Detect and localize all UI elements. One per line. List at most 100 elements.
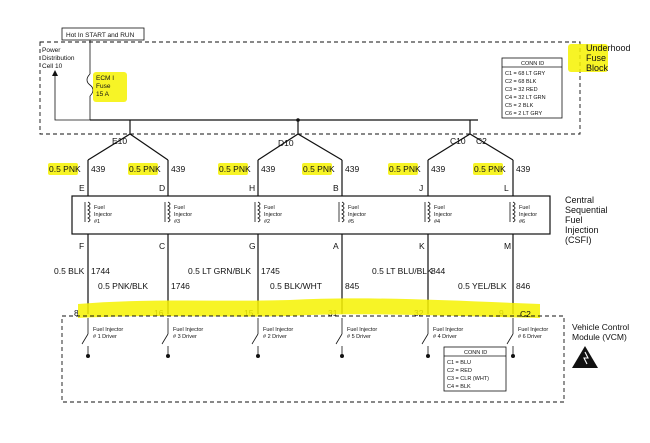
underhood-conn-item: C6 = 2 LT GRY: [505, 111, 542, 117]
injector-label-line2: Injector: [519, 212, 537, 218]
top-wire-highlight: [218, 163, 248, 175]
csfi-label-3: Fuel: [565, 215, 583, 225]
driver-switch-icon: [251, 333, 259, 345]
driver-switch-icon: [335, 333, 343, 345]
injector-label-line1: Fuel: [348, 205, 359, 211]
underhood-conn-id-title: CONN ID: [521, 61, 544, 67]
top-wire-circuit-label: 439: [431, 164, 445, 174]
pdc-arrow: [54, 72, 90, 121]
splice-d10: D10: [278, 138, 294, 148]
driver-switch-icon: [421, 333, 429, 345]
return-wire-color-label: 0.5 BLK/WHT: [270, 281, 322, 291]
injector-number: #2: [264, 219, 270, 225]
top-wire-color-label: 0.5 PNK: [49, 164, 81, 174]
return-wire-color-label: 0.5 LT GRN/BLK: [188, 266, 251, 276]
underhood-conn-item: C4 = 32 LT GRN: [505, 95, 546, 101]
injector-label-line1: Fuel: [264, 205, 275, 211]
hot-in-start-run-label: Hot In START and RUN: [66, 32, 135, 39]
driver-ground-icon: [86, 354, 90, 358]
bottom-pin-label: F: [79, 241, 84, 251]
bottom-pin-label: K: [419, 241, 425, 251]
splice-wire: [427, 133, 514, 161]
esd-warning-icon: [572, 346, 598, 368]
driver-label-line2: # 1 Driver: [93, 334, 117, 340]
return-wire-color-label: 0.5 PNK/BLK: [98, 281, 148, 291]
injector-label-line2: Injector: [264, 212, 282, 218]
injector-coil-icon: [427, 201, 431, 223]
driver-label-line2: # 5 Driver: [347, 334, 371, 340]
top-wire-circuit-label: 439: [516, 164, 530, 174]
top-pin-label: B: [333, 183, 339, 193]
vcm-conn-item: C3 = CLR (WHT): [447, 376, 489, 382]
driver-label-line1: Fuel Injector: [518, 327, 548, 333]
top-wire-circuit-label: 439: [345, 164, 359, 174]
underhood-fuse-block-outline: [39, 41, 581, 135]
bottom-pin-label: G: [249, 241, 256, 251]
driver-label-line1: Fuel Injector: [93, 327, 123, 333]
splice-wire: [257, 133, 343, 161]
power-distribution-label-2: Distribution: [42, 55, 75, 62]
driver-label-line2: # 6 Driver: [518, 334, 542, 340]
top-pin-label: L: [504, 183, 509, 193]
top-wire-color-label: 0.5 PNK: [389, 164, 421, 174]
csfi-label-4: Injection: [565, 225, 599, 235]
underhood-conn-item: C3 = 32 RED: [505, 87, 538, 93]
return-wire-color-label: 0.5 LT BLU/BLK: [372, 266, 433, 276]
return-wire-color-label: 0.5 BLK: [54, 266, 85, 276]
vcm-conn-item: C4 = BLK: [447, 384, 471, 390]
driver-ground-icon: [340, 354, 344, 358]
driver-label-line2: # 4 Driver: [433, 334, 457, 340]
driver-label-line1: Fuel Injector: [433, 327, 463, 333]
vcm-conn-id-title: CONN ID: [464, 350, 487, 356]
return-wire-color-label: 0.5 YEL/BLK: [458, 281, 507, 291]
underhood-conn-id-box: [501, 57, 563, 119]
underhood-label-1: Underhood: [586, 43, 631, 53]
injector-label-line1: Fuel: [434, 205, 445, 211]
top-pin-label: E: [79, 183, 85, 193]
driver-label-line2: # 3 Driver: [173, 334, 197, 340]
injector-label-line1: Fuel: [519, 205, 530, 211]
top-wire-highlight: [128, 163, 158, 175]
top-wire-circuit-label: 439: [261, 164, 275, 174]
return-wire-circuit-label: 1746: [171, 281, 190, 291]
vcm-conn-c2: C2: [520, 309, 531, 319]
return-wire-circuit-label: 1744: [91, 266, 110, 276]
injector-number: #6: [519, 219, 525, 225]
driver-switch-icon: [81, 333, 89, 345]
csfi-block-outline: [71, 195, 551, 235]
bottom-pin-label: C: [159, 241, 165, 251]
top-wire-highlight: [473, 163, 503, 175]
top-wire-circuit-label: 439: [171, 164, 185, 174]
driver-label-line1: Fuel Injector: [173, 327, 203, 333]
power-distribution-label-1: Power: [42, 47, 61, 54]
injector-label-line2: Injector: [174, 212, 192, 218]
bottom-pin-label: A: [333, 241, 339, 251]
injector-coil-icon: [167, 201, 171, 223]
injector-coil-icon: [87, 201, 91, 223]
top-pin-label: D: [159, 183, 165, 193]
driver-ground-icon: [511, 354, 515, 358]
top-wire-color-label: 0.5 PNK: [303, 164, 335, 174]
return-wire-circuit-label: 846: [516, 281, 530, 291]
injector-coil-icon: [341, 201, 345, 223]
injector-label-line1: Fuel: [174, 205, 185, 211]
driver-label-line1: Fuel Injector: [347, 327, 377, 333]
injector-number: #5: [348, 219, 354, 225]
vcm-label-2: Module (VCM): [572, 332, 627, 342]
top-wire-color-label: 0.5 PNK: [474, 164, 506, 174]
vcm-conn-item: C1 = BLU: [447, 360, 471, 366]
splice-wire: [87, 133, 169, 161]
underhood-highlight: [568, 44, 608, 72]
underhood-conn-item: C5 = 2 BLK: [505, 103, 534, 109]
driver-label-line1: Fuel Injector: [263, 327, 293, 333]
top-wire-highlight: [388, 163, 418, 175]
injector-coil-icon: [257, 201, 261, 223]
driver-switch-icon: [506, 333, 514, 345]
driver-ground-icon: [166, 354, 170, 358]
fuse-symbol: [86, 73, 94, 97]
fuse-label-2: Fuse: [96, 83, 111, 90]
vcm-label-1: Vehicle Control: [572, 322, 629, 332]
injector-coil-icon: [512, 201, 516, 223]
injector-label-line2: Injector: [434, 212, 452, 218]
